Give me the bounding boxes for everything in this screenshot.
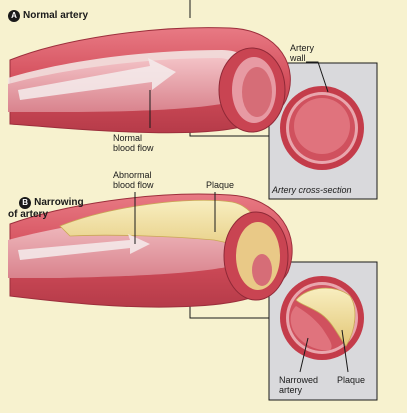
narrowed-artery-leader [299, 337, 309, 373]
blood-flow-arrow [18, 58, 176, 100]
plaque-cs-leader [341, 329, 349, 373]
artery-cross-section-caption: Artery cross-section [272, 185, 352, 195]
panel-b-badge: B [19, 197, 32, 209]
narrowed-artery-label: Narrowed artery [279, 375, 319, 395]
cross-section-a [280, 86, 364, 170]
artery-wall-label: Artery wall [290, 43, 315, 63]
abnormal-blood-flow-label: Abnormal blood flow [113, 170, 154, 190]
panel-b-title-text: Narrowing of artery [8, 197, 84, 220]
normal-blood-flow-label: Normal blood flow [113, 133, 154, 153]
panel-a-badge: A [8, 10, 20, 22]
normal-artery [8, 27, 291, 134]
cross-section-b [280, 276, 364, 360]
panel-a-title-text: Normal artery [23, 10, 89, 21]
artery-wall-leader [306, 61, 329, 93]
narrowed-artery [8, 193, 293, 308]
plaque-cross-section-label: Plaque [337, 375, 366, 385]
abnormal-flow-arrow [18, 234, 150, 260]
plaque-label: Plaque [206, 180, 235, 190]
